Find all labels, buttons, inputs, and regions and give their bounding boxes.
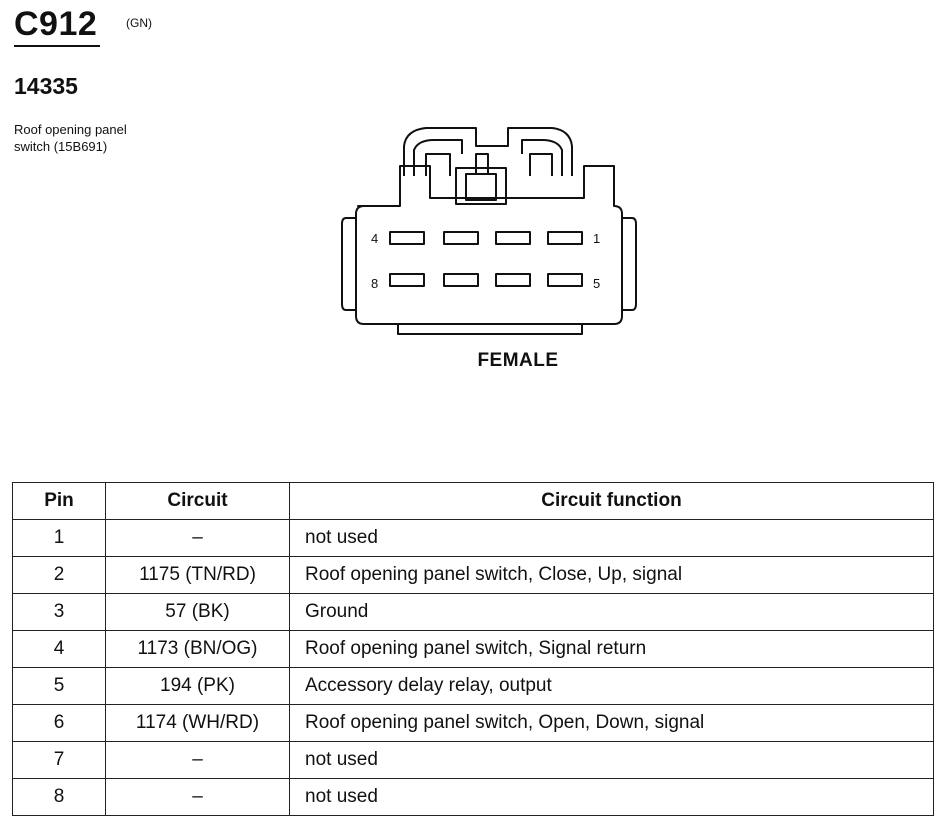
cell-circuit: – [105,741,290,779]
housing-ear-left [341,217,356,311]
cell-circuit-function: Accessory delay relay, output [289,667,934,705]
part-number: 14335 [14,73,78,99]
header-circuit: Circuit [105,482,290,520]
pin-cavity-2 [495,231,531,245]
pin-cavity-1 [547,231,583,245]
cell-circuit: – [105,519,290,557]
cell-circuit: 1173 (BN/OG) [105,630,290,668]
housing-bottom-rail [397,324,583,335]
table-row: 5 194 (PK) Accessory delay relay, output [12,667,934,705]
pin-cavity-4 [389,231,425,245]
cell-circuit: 194 (PK) [105,667,290,705]
table-row: 4 1173 (BN/OG) Roof opening panel switch… [12,630,934,668]
pin-cavity-7 [443,273,479,287]
cell-circuit-function: Roof opening panel switch, Close, Up, si… [289,556,934,594]
cell-circuit: 1174 (WH/RD) [105,704,290,742]
cell-pin: 5 [12,667,106,705]
pin-cavity-3 [443,231,479,245]
cell-circuit-function: not used [289,778,934,816]
lock-tab-outer [455,167,507,205]
connector-color-code: (GN) [126,16,152,30]
latch-inner-right [521,139,563,176]
connector-id: C912 [14,5,98,43]
cell-pin: 6 [12,704,106,742]
cell-circuit-function: not used [289,519,934,557]
header-pin: Pin [12,482,106,520]
pin-cavity-5 [547,273,583,287]
cell-circuit: 57 (BK) [105,593,290,631]
pin-label-1: 1 [593,231,600,246]
cell-circuit-function: Roof opening panel switch, Open, Down, s… [289,704,934,742]
cell-circuit: 1175 (TN/RD) [105,556,290,594]
pin-assignment-table: Pin Circuit Circuit function 1 – not use… [12,482,934,816]
table-row: 1 – not used [12,519,934,557]
table-row: 8 – not used [12,778,934,816]
cell-pin: 3 [12,593,106,631]
connector-id-underline [14,45,100,47]
table-row: 7 – not used [12,741,934,779]
latch-rib-right [529,153,553,176]
cell-pin: 2 [12,556,106,594]
pin-label-5: 5 [593,276,600,291]
cell-pin: 4 [12,630,106,668]
cell-circuit-function: Ground [289,593,934,631]
housing-outline [355,165,623,325]
pin-label-8: 8 [371,276,378,291]
connector-description: Roof opening panel switch (15B691) [14,121,194,155]
header-circuit-function: Circuit function [289,482,934,520]
cell-circuit-function: not used [289,741,934,779]
cell-circuit: – [105,778,290,816]
pin-label-4: 4 [371,231,378,246]
cell-pin: 8 [12,778,106,816]
housing-ear-right [622,217,637,311]
latch-outer [403,127,573,176]
latch-inner-left [413,139,463,176]
table-row: 6 1174 (WH/RD) Roof opening panel switch… [12,704,934,742]
cell-pin: 7 [12,741,106,779]
lock-tab-slot [475,153,489,175]
lock-tab-inner [465,173,497,201]
description-line-1: Roof opening panel [14,122,127,137]
cell-pin: 1 [12,519,106,557]
pin-cavity-8 [389,273,425,287]
connector-face-diagram: 4 1 8 5 [341,127,637,335]
table-row: 2 1175 (TN/RD) Roof opening panel switch… [12,556,934,594]
connector-gender-label: FEMALE [477,350,559,371]
cell-circuit-function: Roof opening panel switch, Signal return [289,630,934,668]
table-row: 3 57 (BK) Ground [12,593,934,631]
description-line-2: switch (15B691) [14,139,108,154]
pin-cavity-6 [495,273,531,287]
table-header-row: Pin Circuit Circuit function [12,482,934,520]
